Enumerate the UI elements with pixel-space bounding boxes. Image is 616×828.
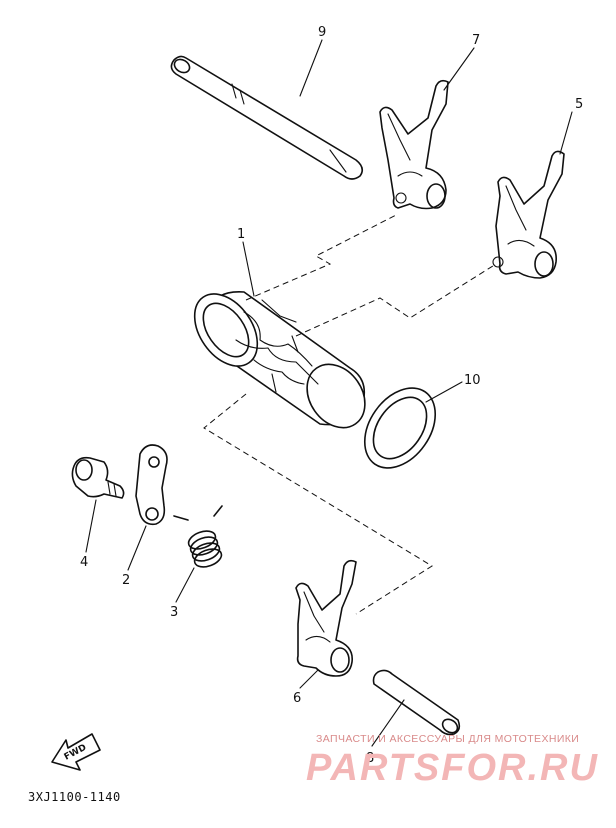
diagram-code: 3XJ1100-1140 [28, 790, 121, 804]
shift-fork-shaft [170, 55, 364, 180]
callout-10: 10 [464, 373, 481, 388]
washer [363, 387, 437, 469]
bolt [71, 456, 125, 499]
shift-fork-upper [379, 79, 449, 210]
callout-6: 6 [293, 691, 301, 706]
callout-5: 5 [575, 97, 583, 112]
fwd-arrow-icon: FWD [51, 733, 101, 771]
callout-4: 4 [80, 555, 88, 570]
watermark-brand: PARTSFOR.RU [306, 747, 599, 789]
guide-bar [372, 669, 461, 736]
leader-lines [85, 39, 573, 747]
callout-9: 9 [318, 25, 326, 40]
callout-3: 3 [170, 605, 178, 620]
watermark-tagline: ЗАПЧАСТИ И АКСЕССУАРЫ ДЛЯ МОТОТЕХНИКИ [316, 733, 580, 745]
callout-8: 8 [366, 751, 374, 766]
callout-1: 1 [237, 227, 245, 242]
alignment-dashes [203, 213, 497, 615]
shift-fork-lower [295, 559, 357, 677]
torsion-spring [173, 505, 223, 568]
callout-7: 7 [472, 33, 480, 48]
callout-2: 2 [122, 573, 130, 588]
shift-fork-right [492, 150, 565, 279]
shift-drum [193, 291, 366, 429]
stopper-lever [135, 444, 168, 526]
